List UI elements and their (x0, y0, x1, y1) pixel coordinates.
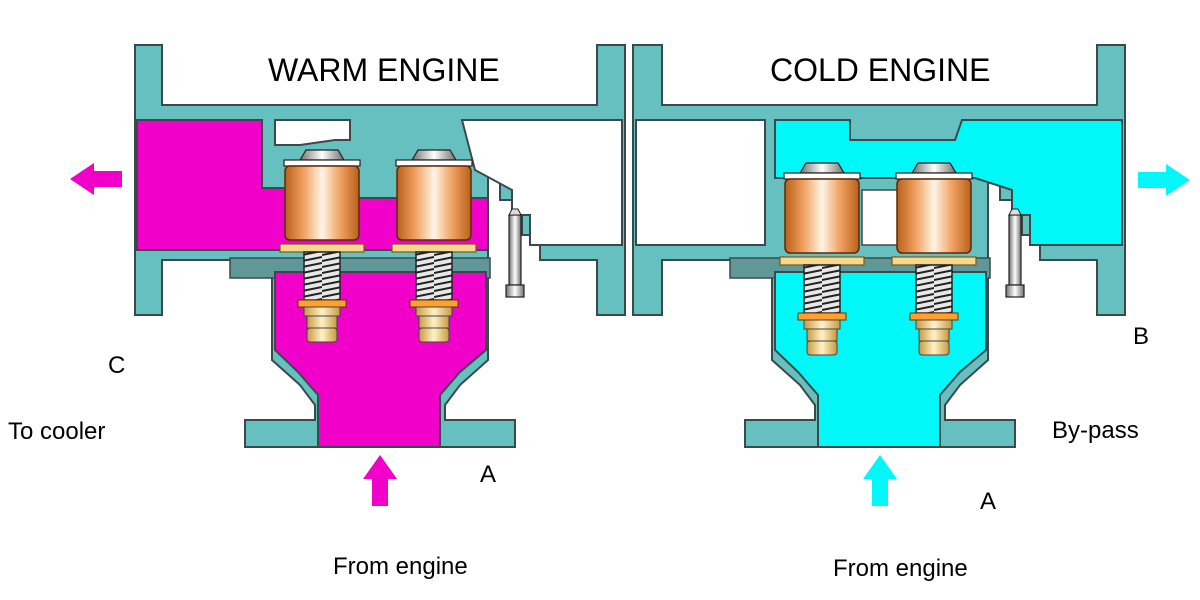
cold-inlet-arrow (863, 455, 897, 506)
port-b-label: B (1133, 323, 1150, 350)
warm-bolt (505, 208, 525, 298)
bypass-label: By-pass (1052, 417, 1139, 444)
port-c-label: C (108, 352, 126, 379)
warm-upper-cavity (460, 119, 623, 246)
cold-bypass-arrow (1138, 164, 1190, 196)
cold-fluid-path (774, 119, 1123, 246)
cold-bolt (1005, 208, 1025, 298)
cold-engine-title: COLD ENGINE (770, 52, 991, 88)
warm-outlet-arrow (70, 163, 122, 195)
warm-from-engine-label: From engine (333, 553, 468, 580)
warm-inlet-arrow (363, 455, 397, 506)
cold-port-a-label: A (980, 488, 997, 515)
to-cooler-label: To cooler (8, 418, 106, 445)
warm-port-a-label: A (480, 461, 497, 488)
warm-engine-title: WARM ENGINE (268, 52, 500, 88)
cold-closed-cavity (635, 119, 766, 246)
cold-engine-panel (632, 44, 1190, 506)
cold-from-engine-label: From engine (833, 555, 968, 582)
warm-engine-panel (70, 44, 626, 506)
